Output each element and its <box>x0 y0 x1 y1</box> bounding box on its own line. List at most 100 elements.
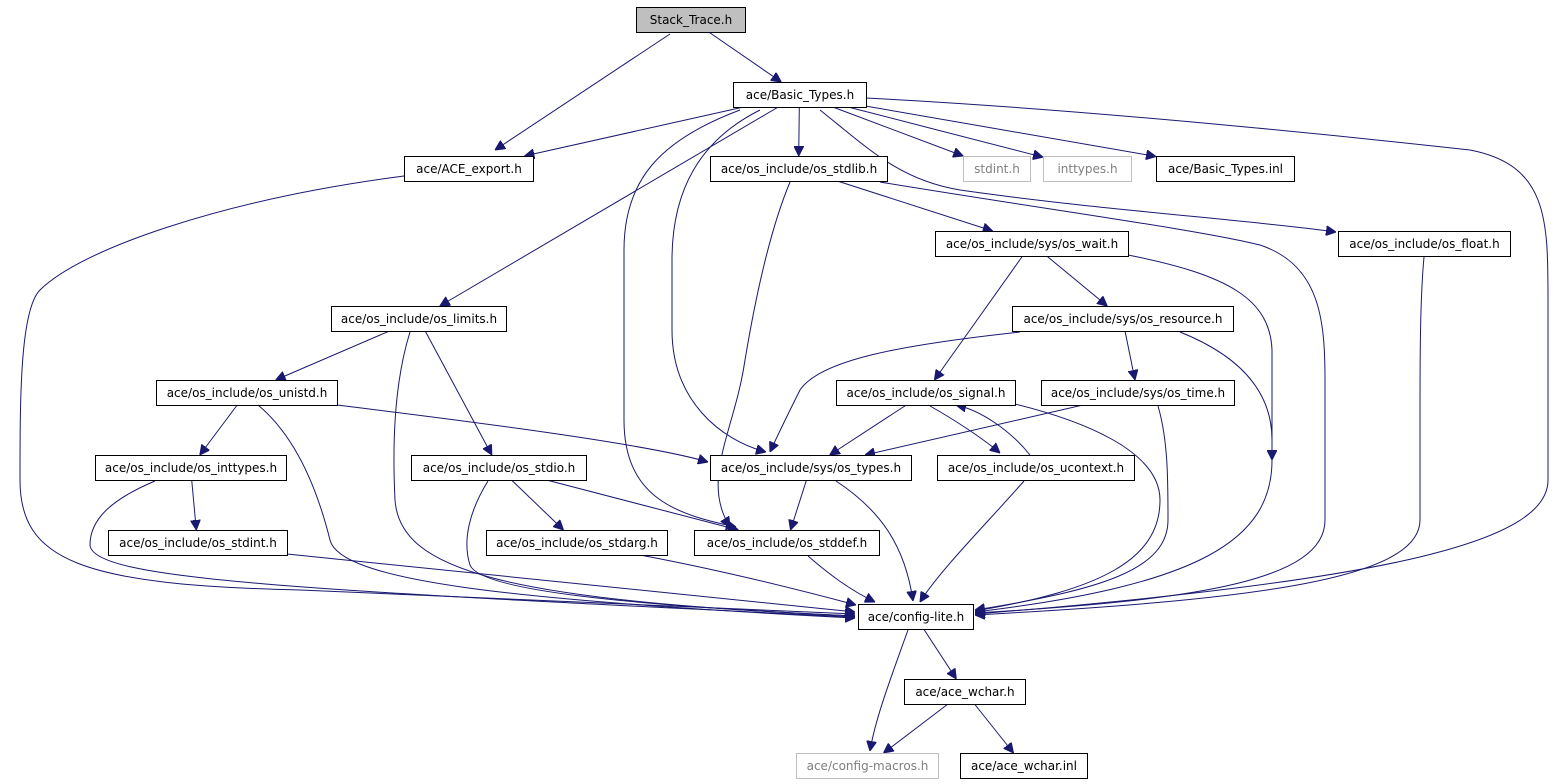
node-label: ace/os_include/os_inttypes.h <box>105 461 277 475</box>
node-config-lite[interactable]: ace/config-lite.h <box>858 604 974 630</box>
edge-basic-types-to-basic-types-inl <box>865 105 1156 156</box>
edge-os-inttypes-to-config-lite <box>89 480 855 617</box>
node-label: ace/config-lite.h <box>868 610 965 624</box>
node-os-stdint[interactable]: ace/os_include/os_stdint.h <box>108 530 288 556</box>
node-box <box>960 753 1088 779</box>
node-ace-wchar-inl[interactable]: ace/ace_wchar.inl <box>960 753 1088 779</box>
node-box <box>1041 380 1235 406</box>
node-box <box>904 679 1026 705</box>
node-label: ace/os_include/sys/os_wait.h <box>946 237 1118 251</box>
edge-os-stdlib-to-os-wait <box>837 180 992 231</box>
node-os-inttypes[interactable]: ace/os_include/os_inttypes.h <box>95 455 287 481</box>
node-label: ace/os_include/sys/os_resource.h <box>1023 312 1222 326</box>
edge-basic-types-to-os-float <box>819 109 1336 232</box>
edge-os-stdarg-to-config-lite <box>639 554 856 605</box>
node-box <box>1338 231 1511 257</box>
edge-os-inttypes-to-os-stdint <box>192 479 197 530</box>
node-label: inttypes.h <box>1057 162 1117 176</box>
node-box <box>1012 306 1234 332</box>
node-ace-export[interactable]: ace/ACE_export.h <box>404 156 534 182</box>
node-box <box>156 380 338 406</box>
edge-os-wait-to-config-lite <box>975 254 1273 612</box>
node-ace-wchar[interactable]: ace/ace_wchar.h <box>904 679 1026 705</box>
node-box <box>331 306 507 332</box>
node-os-float[interactable]: ace/os_include/os_float.h <box>1338 231 1511 257</box>
node-label: ace/os_include/sys/os_time.h <box>1051 386 1225 400</box>
edge-os-unistd-to-config-lite <box>257 404 855 618</box>
edge-os-time-to-config-lite <box>975 405 1169 610</box>
node-label: ace/os_include/os_float.h <box>1349 237 1499 251</box>
node-box <box>486 530 668 556</box>
node-os-stddef[interactable]: ace/os_include/os_stddef.h <box>694 530 880 556</box>
node-label: ace/ace_wchar.h <box>915 685 1014 699</box>
node-os-stdlib[interactable]: ace/os_include/os_stdlib.h <box>710 156 888 182</box>
node-box <box>108 530 288 556</box>
edge-os-ucontext-to-config-lite <box>920 480 1025 602</box>
node-basic-types[interactable]: ace/Basic_Types.h <box>733 82 867 108</box>
node-label: ace/config-macros.h <box>807 759 929 773</box>
node-label: ace/os_include/os_stddef.h <box>707 536 867 550</box>
node-basic-types-inl[interactable]: ace/Basic_Types.inl <box>1156 156 1295 182</box>
edge-ace-wchar-to-config-macros <box>884 703 949 753</box>
edge-os-resource-to-os-time <box>1124 330 1135 380</box>
node-os-limits[interactable]: ace/os_include/os_limits.h <box>331 306 507 332</box>
node-box <box>836 380 1016 406</box>
node-label: ace/os_include/os_limits.h <box>341 312 497 326</box>
edge-os-stddef-to-config-lite <box>807 555 875 602</box>
node-label: ace/os_include/os_ucontext.h <box>948 461 1124 475</box>
edge-os-wait-to-os-signal <box>934 255 1024 380</box>
node-inttypes: inttypes.h <box>1043 156 1132 182</box>
node-box <box>1043 156 1132 182</box>
edge-basic-types-to-os-stdlib <box>799 106 800 156</box>
edge-os-time-to-os-types <box>865 404 1084 455</box>
node-label: ace/os_include/os_stdint.h <box>119 536 277 550</box>
node-os-stdarg[interactable]: ace/os_include/os_stdarg.h <box>486 530 668 556</box>
node-label: ace/ACE_export.h <box>416 162 522 176</box>
edge-os-signal-to-config-lite <box>975 403 1161 611</box>
node-label: ace/os_include/os_stdarg.h <box>496 536 658 550</box>
edge-os-stdio-to-config-lite <box>466 480 855 616</box>
node-box <box>636 7 746 33</box>
node-os-stdio[interactable]: ace/os_include/os_stdio.h <box>411 455 587 481</box>
node-label: ace/os_include/sys/os_types.h <box>721 461 901 475</box>
edge-basic-types-to-os-types <box>671 109 766 452</box>
node-box <box>95 455 287 481</box>
node-os-types[interactable]: ace/os_include/sys/os_types.h <box>710 455 912 481</box>
node-box <box>963 156 1031 182</box>
edge-basic-types-to-os-stddef <box>623 109 741 527</box>
node-label: ace/ace_wchar.inl <box>971 759 1077 773</box>
node-box <box>935 231 1129 257</box>
edge-config-lite-to-config-macros <box>870 629 909 751</box>
node-os-signal[interactable]: ace/os_include/os_signal.h <box>836 380 1016 406</box>
edge-os-limits-to-os-unistd <box>276 330 390 380</box>
node-label: ace/os_include/os_stdlib.h <box>721 162 877 176</box>
nodes-layer: Stack_Trace.h ace/Basic_Types.h ace/ACE_ex… <box>95 7 1511 779</box>
node-os-resource[interactable]: ace/os_include/sys/os_resource.h <box>1012 306 1234 332</box>
node-stack-trace[interactable]: Stack_Trace.h <box>636 7 746 33</box>
edge-os-types-to-os-stddef <box>791 479 807 530</box>
node-box <box>1156 156 1295 182</box>
node-box <box>404 156 534 182</box>
node-box <box>733 82 867 108</box>
node-os-time[interactable]: ace/os_include/sys/os_time.h <box>1041 380 1235 406</box>
edge-os-signal-to-os-types <box>830 404 907 455</box>
node-box <box>710 455 912 481</box>
node-label: ace/os_include/os_unistd.h <box>167 386 328 400</box>
node-box <box>710 156 888 182</box>
node-os-wait[interactable]: ace/os_include/sys/os_wait.h <box>935 231 1129 257</box>
edge-config-lite-to-ace-wchar <box>923 628 957 679</box>
edge-basic-types-to-config-lite <box>865 97 1549 614</box>
edge-os-ucontext-to-os-signal <box>956 405 1031 456</box>
node-label: ace/Basic_Types.h <box>746 88 854 102</box>
node-os-ucontext[interactable]: ace/os_include/os_ucontext.h <box>937 455 1135 481</box>
node-config-macros: ace/config-macros.h <box>796 753 939 779</box>
node-label: ace/os_include/os_stdio.h <box>423 461 576 475</box>
node-label: ace/Basic_Types.inl <box>1168 162 1283 176</box>
edge-os-float-to-config-lite <box>975 256 1425 615</box>
node-stdint: stdint.h <box>963 156 1031 182</box>
node-os-unistd[interactable]: ace/os_include/os_unistd.h <box>156 380 338 406</box>
edge-basic-types-to-os-limits <box>440 106 779 306</box>
edge-basic-types-to-ace-export <box>524 106 744 156</box>
edge-os-stdlib-to-os-stddef <box>717 181 791 527</box>
